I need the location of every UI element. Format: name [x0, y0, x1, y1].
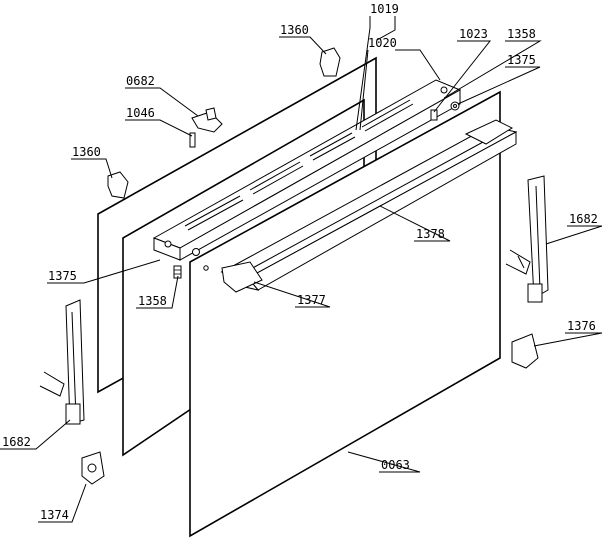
- callout-1378: 1378: [416, 227, 445, 241]
- callout-1377: 1377: [297, 293, 326, 307]
- callout-1358-right: 1358: [507, 27, 536, 41]
- callout-1375-left: 1375: [48, 269, 77, 283]
- callout-1376: 1376: [567, 319, 596, 333]
- callout-0682: 0682: [126, 74, 155, 88]
- callout-1019: 1019: [370, 2, 399, 16]
- bracket-1376: [511, 333, 539, 369]
- callout-1374: 1374: [40, 508, 69, 522]
- callout-1046: 1046: [126, 106, 155, 120]
- front-glass-panel: [189, 90, 501, 538]
- hinge-1682-right: [505, 175, 549, 303]
- hinge-1682-left: [39, 299, 85, 425]
- handle-end-cap-right: [464, 119, 514, 145]
- leader-lines: [0, 16, 603, 523]
- front-glass-hole-left: [203, 265, 209, 271]
- callout-1375-right: 1375: [507, 53, 536, 67]
- top-profile-rail: [152, 79, 462, 261]
- callout-0063: 0063: [381, 458, 410, 472]
- callout-1682-right: 1682: [569, 212, 598, 226]
- callout-1020: 1020: [368, 36, 397, 50]
- screw-1358-right: [430, 109, 438, 121]
- handle-end-cap-left: [221, 261, 263, 293]
- callout-1023: 1023: [459, 27, 488, 41]
- pin-1046: [189, 132, 196, 148]
- callout-1682-left: 1682: [2, 435, 31, 449]
- clip-1360-left: [107, 171, 129, 199]
- callout-1360-top: 1360: [280, 23, 309, 37]
- callout-1360-left: 1360: [72, 145, 101, 159]
- clip-1360-top: [319, 47, 341, 77]
- callout-1358-left: 1358: [138, 294, 167, 308]
